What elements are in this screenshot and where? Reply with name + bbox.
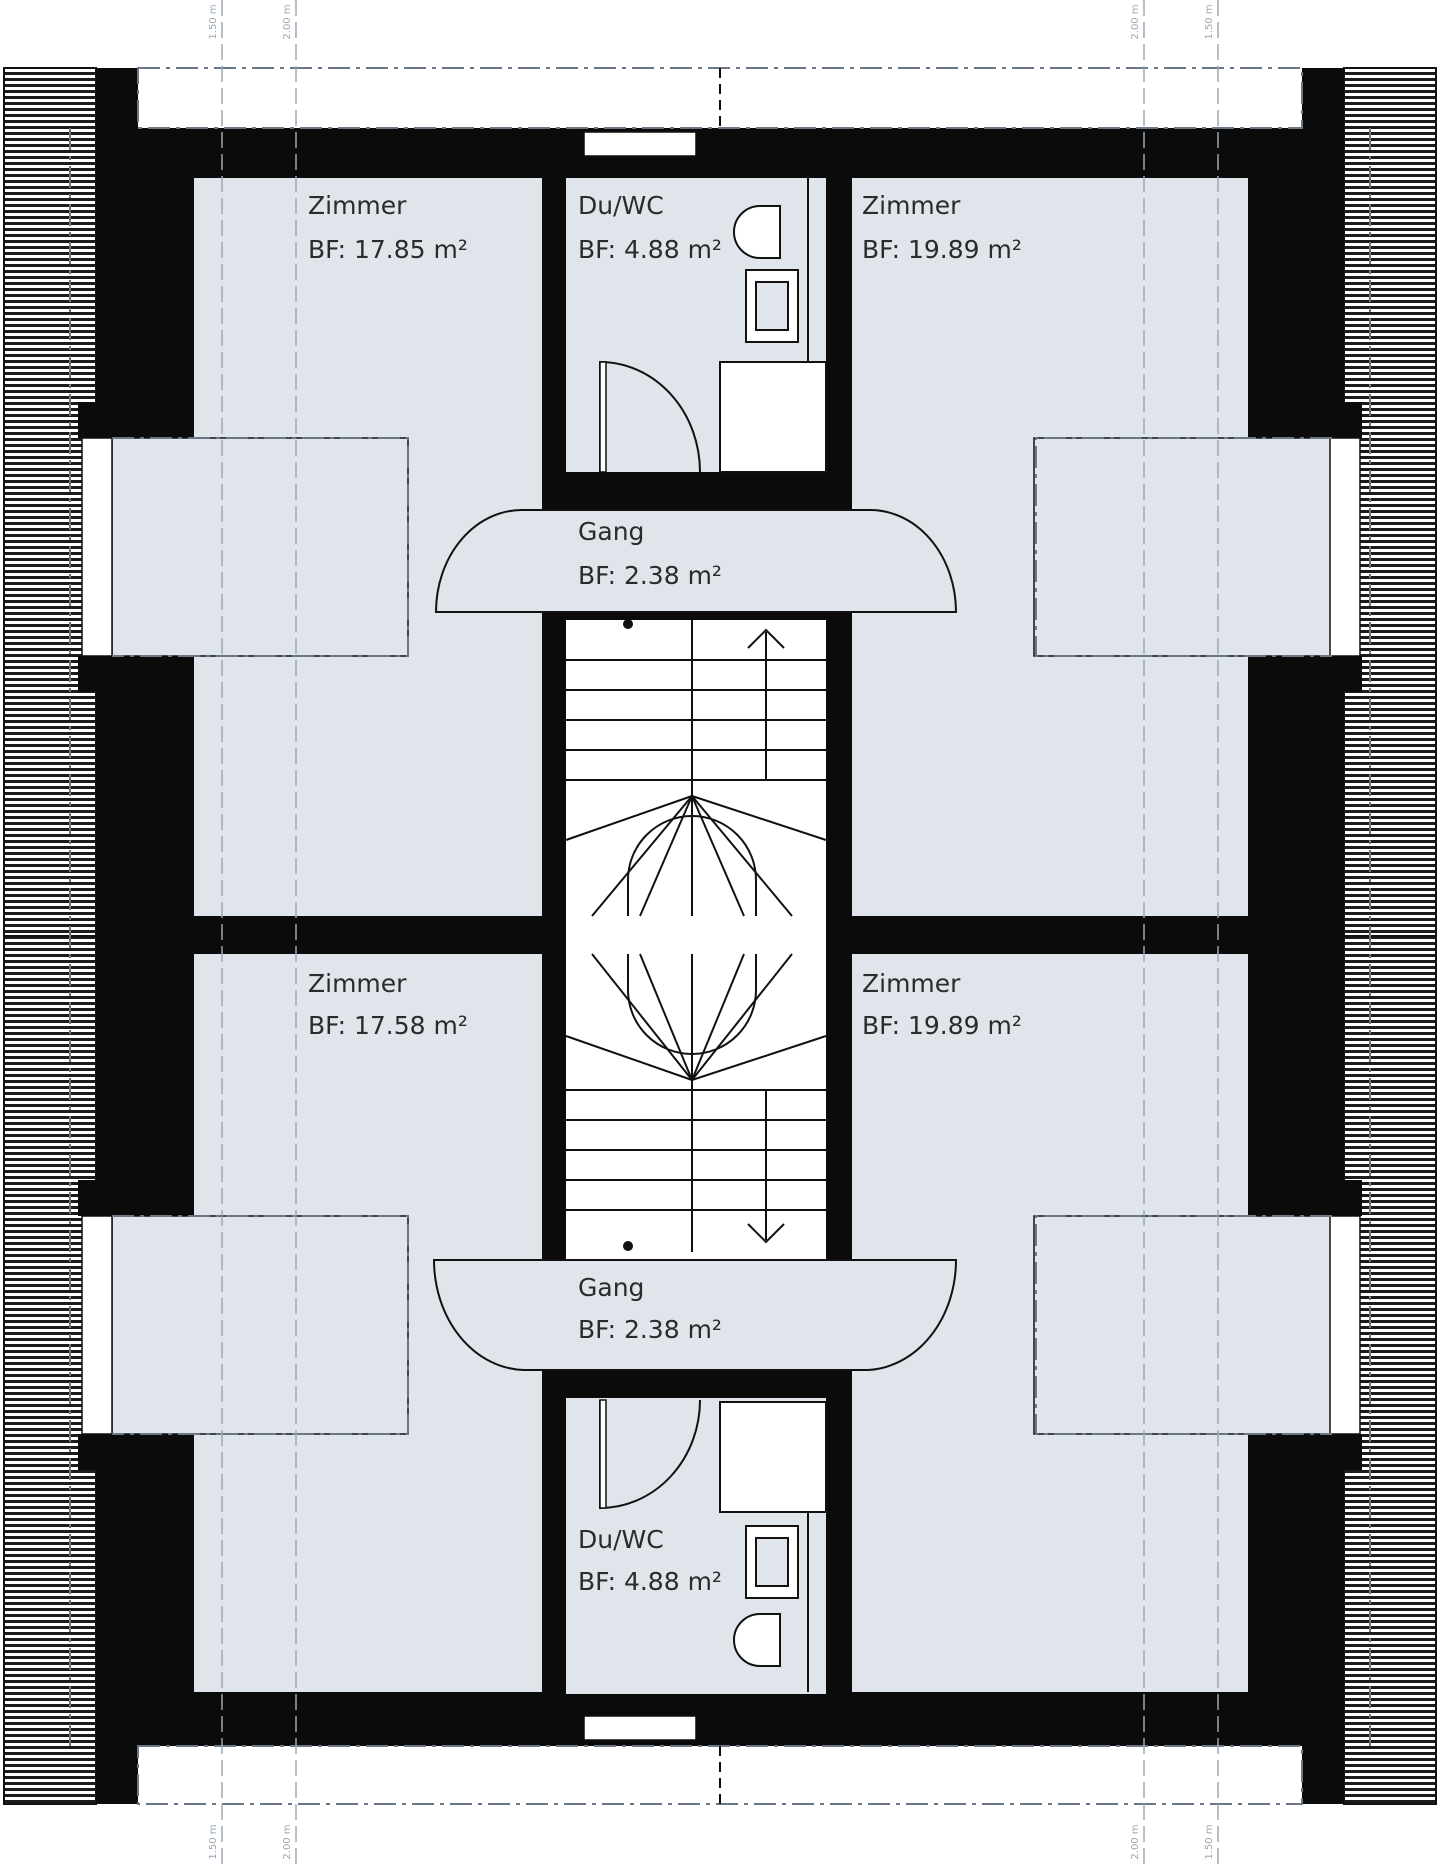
doors <box>599 360 701 1510</box>
dormer-windows <box>81 437 1361 1435</box>
room-name-zimmer-bottom-right: Zimmer <box>862 969 961 998</box>
room-name-zimmer-top-right: Zimmer <box>862 191 961 220</box>
dimension-label: 2.00 m <box>282 1824 293 1860</box>
room-name-duwc-bottom: Du/WC <box>578 1525 664 1554</box>
dimension-guides <box>221 0 1219 1870</box>
dormer-left-top <box>111 437 409 657</box>
stair-arrows <box>747 628 785 1244</box>
room-area-gang-bottom: BF: 2.38 m² <box>578 1315 722 1344</box>
stairwell <box>566 620 826 1310</box>
room-area-zimmer-top-right: BF: 19.89 m² <box>862 235 1022 264</box>
landing-top <box>434 508 958 613</box>
dormer-left-bottom <box>111 1215 409 1435</box>
room-name-zimmer-bottom-left: Zimmer <box>308 969 407 998</box>
toilet-top-icon <box>733 205 781 259</box>
room-name-zimmer-top-left: Zimmer <box>308 191 407 220</box>
dimension-label: 1.50 m <box>1204 4 1215 40</box>
dormer-right-bottom <box>1033 1215 1333 1435</box>
shower-tray-bottom <box>719 1401 827 1513</box>
room-area-zimmer-top-left: BF: 17.85 m² <box>308 235 468 264</box>
dimension-label: 2.00 m <box>282 4 293 40</box>
dormers <box>111 437 1333 1435</box>
toilet-bottom-icon <box>733 1613 781 1667</box>
room-area-gang-top: BF: 2.38 m² <box>578 561 722 590</box>
dimension-label: 2.00 m <box>1130 1824 1141 1860</box>
shower-tray-top <box>719 361 827 473</box>
dimension-label: 2.00 m <box>1130 4 1141 40</box>
dimension-label: 1.50 m <box>208 4 219 40</box>
door-bottom <box>599 1399 701 1510</box>
landing-bottom <box>432 1259 958 1371</box>
door-top <box>599 360 701 473</box>
dormer-right-top <box>1033 437 1333 657</box>
stair-treads <box>565 620 827 1252</box>
room-area-zimmer-bottom-left: BF: 17.58 m² <box>308 1011 468 1040</box>
room-name-duwc-top: Du/WC <box>578 191 664 220</box>
room-name-gang-top: Gang <box>578 517 645 546</box>
dimension-label: 1.50 m <box>208 1824 219 1860</box>
room-name-gang-bottom: Gang <box>578 1273 645 1302</box>
room-area-duwc-top: BF: 4.88 m² <box>578 235 722 264</box>
room-area-zimmer-bottom-right: BF: 19.89 m² <box>862 1011 1022 1040</box>
dimension-label: 1.50 m <box>1204 1824 1215 1860</box>
room-area-duwc-bottom: BF: 4.88 m² <box>578 1567 722 1596</box>
bathroom-fixtures <box>719 205 827 1667</box>
